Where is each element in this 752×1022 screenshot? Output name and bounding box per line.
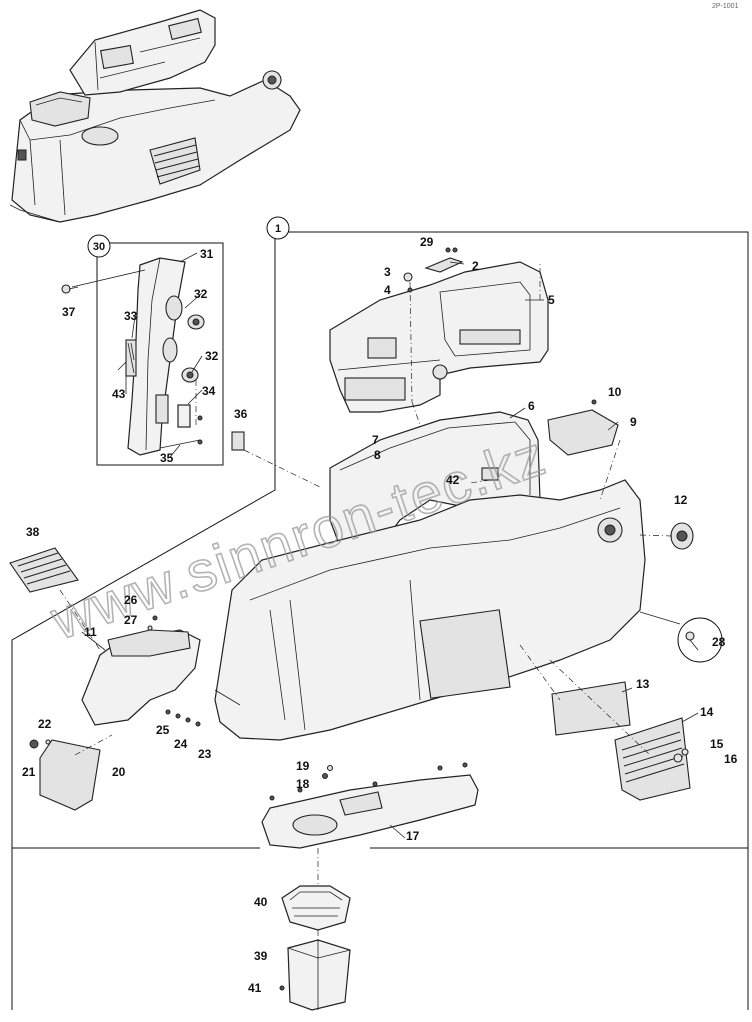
bracket-9: [547, 409, 619, 456]
callout-1: 1: [275, 223, 281, 235]
label-34: 34: [202, 384, 216, 398]
boot-40: [281, 885, 351, 931]
label-8: 8: [374, 448, 381, 462]
label-31: 31: [200, 247, 214, 261]
dashboard-panel-5: [329, 261, 549, 413]
label-42: 42: [446, 473, 460, 487]
label-26: 26: [124, 593, 138, 607]
leader-lines: [81, 252, 699, 839]
label-7: 7: [372, 433, 379, 447]
cover-20: [39, 739, 101, 811]
plate-13: [551, 681, 631, 736]
cup-holder: [81, 629, 201, 726]
label-41: 41: [248, 981, 262, 995]
grille-38: [9, 547, 79, 593]
label-6: 6: [528, 399, 535, 413]
label-9: 9: [630, 415, 637, 429]
label-37: 37: [62, 305, 76, 319]
grille-14: [614, 717, 691, 801]
corner-code: 2P-1001: [712, 3, 739, 10]
label-24: 24: [174, 737, 188, 751]
label-15: 15: [710, 737, 724, 751]
screw-29b: [452, 247, 458, 253]
label-19: 19: [296, 759, 310, 773]
part-2: [424, 257, 464, 273]
label-23: 23: [198, 747, 212, 761]
screw-4: [407, 287, 413, 293]
part-3: [403, 272, 413, 282]
label-36: 36: [234, 407, 248, 421]
screws-23-25: [165, 709, 201, 727]
screw-18: [322, 773, 328, 779]
part-15: [681, 748, 689, 756]
label-16: 16: [724, 752, 738, 766]
callout-labels: 29 2 3 4 5 6 7 8 9 10 11 12 13 14 15 16 …: [22, 235, 738, 995]
part-22: [45, 739, 51, 745]
column-39: [287, 939, 351, 1011]
assembly-lines: [59, 262, 673, 940]
screw-41: [279, 985, 285, 991]
detail-frame-30: 30: [71, 234, 224, 466]
label-2: 2: [472, 259, 479, 273]
part-16: [673, 753, 683, 763]
label-32a: 32: [194, 287, 208, 301]
label-10: 10: [608, 385, 622, 399]
assembled-console-view: [9, 9, 301, 223]
label-20: 20: [112, 765, 126, 779]
label-33: 33: [124, 309, 138, 323]
console-body-11: [214, 479, 646, 741]
screw-37: [61, 284, 79, 294]
label-29: 29: [420, 235, 434, 249]
detail-28: [639, 611, 723, 663]
screw-26: [152, 615, 158, 621]
detail-frame-1: 1: [11, 216, 749, 1010]
label-12: 12: [674, 493, 688, 507]
label-35: 35: [160, 451, 174, 465]
label-3: 3: [384, 265, 391, 279]
callout-30: 30: [93, 241, 105, 253]
part-21: [29, 739, 39, 749]
screw-10: [591, 399, 597, 405]
label-25: 25: [156, 723, 170, 737]
label-43: 43: [112, 387, 126, 401]
label-32b: 32: [205, 349, 219, 363]
label-27: 27: [124, 613, 138, 627]
floor-plate-17: [261, 762, 479, 849]
screw-27: [147, 625, 153, 631]
label-13: 13: [636, 677, 650, 691]
screw-29a: [445, 247, 451, 253]
knob-12: [670, 522, 694, 550]
label-5: 5: [548, 293, 555, 307]
part-36: [231, 431, 245, 451]
label-22: 22: [38, 717, 52, 731]
label-39: 39: [254, 949, 268, 963]
label-4: 4: [384, 283, 391, 297]
label-21: 21: [22, 765, 36, 779]
label-14: 14: [700, 705, 714, 719]
screw-19: [326, 764, 334, 772]
label-40: 40: [254, 895, 268, 909]
label-18: 18: [296, 777, 310, 791]
label-17: 17: [406, 829, 420, 843]
label-28: 28: [712, 635, 726, 649]
label-38: 38: [26, 525, 40, 539]
label-11: 11: [84, 625, 97, 639]
